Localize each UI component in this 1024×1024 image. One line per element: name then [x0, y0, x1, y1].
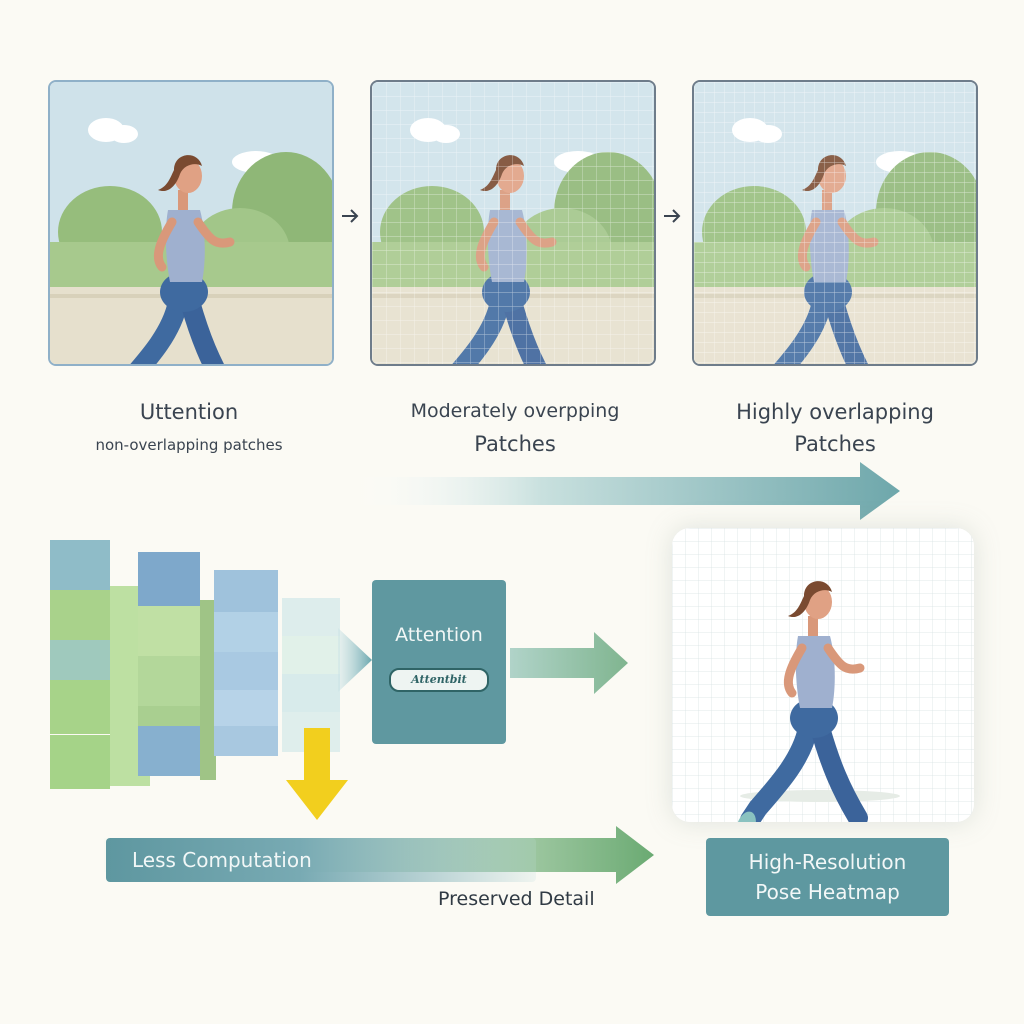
caption-2-line1: Moderately overpping: [410, 400, 620, 422]
runner-image-1: [50, 82, 332, 364]
arrow-right-icon: [510, 632, 628, 694]
big-right-arrow-icon: [350, 462, 900, 520]
runner-image-3: [694, 82, 976, 364]
panel-non-overlapping: [48, 80, 334, 366]
chevron-right-icon: [664, 209, 681, 223]
chevron-right-icon: [342, 209, 359, 223]
panel-high-overlap: [692, 80, 978, 366]
caption-1-title: Uttention: [139, 400, 239, 424]
caption-2-line2: Patches: [474, 432, 556, 456]
runner-image-2: [372, 82, 654, 364]
arrow-down-icon: [286, 728, 348, 820]
less-computation-label: Less Computation: [132, 848, 312, 872]
pose-heatmap-card: [672, 528, 974, 822]
panel-moderate-overlap: [370, 80, 656, 366]
patch-cube-stacks: [50, 540, 340, 789]
output-line-2: Pose Heatmap: [755, 880, 900, 904]
funnel-arrow-icon: [338, 628, 372, 692]
runner-heatmap-image: [672, 528, 974, 822]
attention-badge: Attentbit: [389, 668, 489, 692]
output-heatmap-box: High-Resolution Pose Heatmap: [706, 838, 949, 916]
caption-3-line1: Highly overlapping: [736, 400, 934, 424]
caption-1-sub: non-overlapping patches: [95, 436, 283, 454]
caption-3-line2: Patches: [794, 432, 876, 456]
output-line-1: High-Resolution: [748, 850, 907, 874]
preserved-detail-label: Preserved Detail: [438, 888, 595, 910]
attention-label: Attention: [395, 624, 483, 646]
attention-block: Attention Attentbit: [372, 580, 506, 744]
less-computation-banner: Less Computation: [106, 838, 536, 882]
